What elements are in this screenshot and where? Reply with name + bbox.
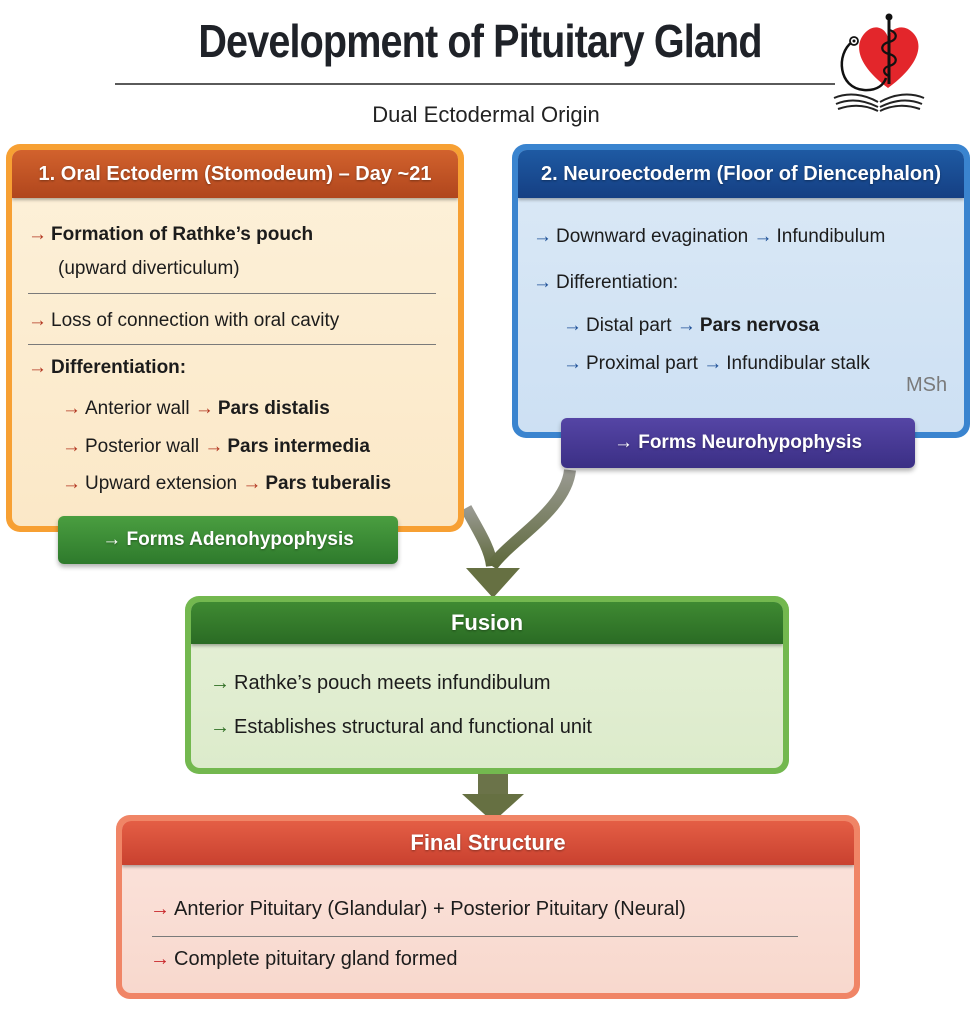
oral-divider-1 bbox=[28, 293, 436, 294]
page-subtitle: Dual Ectodermal Origin bbox=[372, 102, 600, 127]
arrow-icon: → bbox=[753, 226, 773, 247]
forms-adenohypophysis-badge: → Forms Adenohypophysis bbox=[58, 516, 398, 564]
oral-divider-2 bbox=[28, 344, 436, 345]
final-item-pituitary: →Anterior Pituitary (Glandular) + Poster… bbox=[150, 898, 686, 920]
neuroectoderm-panel: 2. Neuroectoderm (Floor of Diencephalon) bbox=[512, 144, 970, 438]
arrow-icon: → bbox=[150, 898, 170, 920]
neuroectoderm-header: 2. Neuroectoderm (Floor of Diencephalon) bbox=[518, 150, 964, 198]
neuro-diff-proximal: →Proximal part →Infundibular stalk bbox=[563, 353, 870, 374]
oral-diff-anterior: →Anterior wall →Pars distalis bbox=[62, 398, 330, 419]
oral-item-differentiation: →Differentiation: bbox=[28, 357, 187, 378]
oral-ectoderm-panel: 1. Oral Ectoderm (Stomodeum) – Day ~21 bbox=[6, 144, 464, 532]
arrow-icon: → bbox=[210, 672, 230, 694]
stethoscope-icon bbox=[840, 41, 888, 92]
neuro-diff-distal: →Distal part →Pars nervosa bbox=[563, 315, 820, 336]
fusion-body: Fusion bbox=[191, 602, 783, 768]
oral-item-rathke-sub: (upward diverticulum) bbox=[58, 258, 240, 279]
arrow-icon: → bbox=[676, 315, 696, 336]
arrow-icon: → bbox=[533, 272, 552, 293]
final-item-complete: →Complete pituitary gland formed bbox=[150, 948, 458, 970]
arrow-icon: → bbox=[28, 224, 47, 245]
medical-logo-icon bbox=[833, 13, 925, 112]
neuro-item-differentiation: →Differentiation: bbox=[533, 272, 679, 293]
fusion-item-unit: →Establishes structural and functional u… bbox=[210, 716, 592, 738]
connector-fusion-to-final bbox=[478, 772, 508, 796]
neuro-item-evagination: →Downward evagination →Infundibulum bbox=[533, 226, 886, 247]
arrow-icon: → bbox=[563, 315, 582, 336]
arrow-icon: → bbox=[28, 310, 47, 331]
oral-item-rathke: →Formation of Rathke’s pouch bbox=[28, 224, 314, 245]
fusion-panel: Fusion bbox=[185, 596, 789, 774]
arrow-icon: → bbox=[62, 398, 81, 419]
title-divider bbox=[115, 83, 835, 85]
arrow-to-fusion bbox=[466, 568, 520, 598]
final-structure-header: Final Structure bbox=[122, 821, 854, 865]
arrow-icon: → bbox=[204, 436, 224, 457]
arrow-icon: → bbox=[62, 473, 81, 494]
oral-diff-upward: →Upward extension →Pars tuberalis bbox=[62, 473, 392, 494]
forms-neurohypophysis-badge: → Forms Neurohypophysis bbox=[561, 418, 915, 468]
connector-from-neuro bbox=[487, 468, 576, 570]
arrow-icon: → bbox=[62, 436, 81, 457]
oral-ectoderm-header: 1. Oral Ectoderm (Stomodeum) – Day ~21 bbox=[12, 150, 458, 198]
neuroectoderm-body: 2. Neuroectoderm (Floor of Diencephalon) bbox=[518, 150, 964, 432]
fusion-header: Fusion bbox=[191, 602, 783, 644]
arrow-icon: → bbox=[210, 716, 230, 738]
fusion-item-meets: →Rathke’s pouch meets infundibulum bbox=[210, 672, 551, 694]
arrow-icon: → bbox=[242, 473, 262, 494]
arrow-icon: → bbox=[703, 353, 723, 374]
final-divider bbox=[152, 936, 798, 937]
page-title: Development of Pituitary Gland bbox=[198, 15, 762, 67]
arrow-icon: → bbox=[563, 353, 582, 374]
arrow-icon: → bbox=[533, 226, 552, 247]
connector-from-oral bbox=[460, 505, 498, 567]
snake-icon bbox=[881, 28, 897, 78]
open-book-icon bbox=[833, 93, 925, 112]
watermark: MSh bbox=[906, 374, 948, 396]
arrow-icon: → bbox=[28, 357, 47, 378]
oral-diff-posterior: →Posterior wall →Pars intermedia bbox=[62, 436, 370, 457]
final-structure-body: Final Structure bbox=[122, 821, 854, 993]
oral-ectoderm-body: 1. Oral Ectoderm (Stomodeum) – Day ~21 bbox=[12, 150, 458, 526]
oral-item-loss: →Loss of connection with oral cavity bbox=[28, 310, 340, 331]
final-structure-panel: Final Structure bbox=[116, 815, 860, 999]
arrow-icon: → bbox=[150, 948, 170, 970]
arrow-icon: → bbox=[194, 398, 214, 419]
